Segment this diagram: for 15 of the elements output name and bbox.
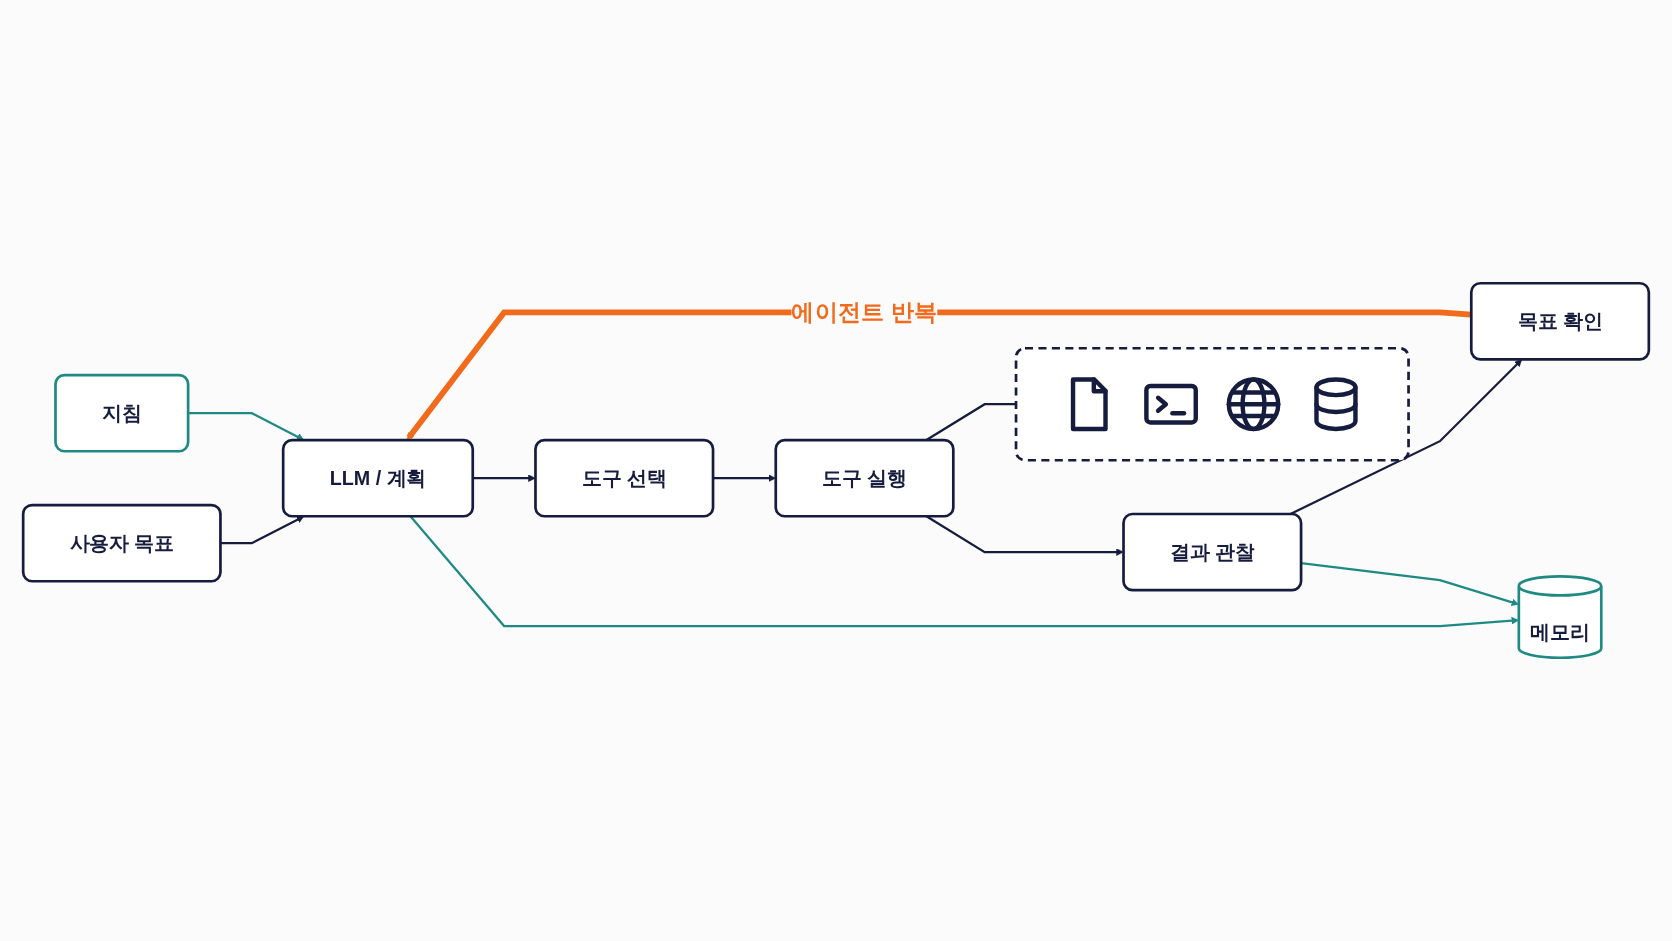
node-box: 목표 확인	[1469, 281, 1651, 361]
edge-label: 에이전트 반복	[791, 298, 938, 326]
node-box: 도구 실행	[774, 438, 955, 518]
node-box	[1014, 346, 1410, 462]
arrow	[406, 309, 1472, 441]
node-box: 결과 관찰	[1122, 512, 1303, 592]
arrow	[472, 474, 536, 482]
node-box: 사용자 목표	[21, 503, 222, 583]
arrow	[713, 474, 776, 482]
node-box: 지침	[54, 373, 190, 453]
node-box: 도구 선택	[534, 438, 715, 518]
arrow	[1289, 359, 1523, 515]
arrow	[188, 412, 305, 441]
node-box: LLM / 계획	[281, 438, 475, 518]
arrow	[220, 516, 305, 545]
